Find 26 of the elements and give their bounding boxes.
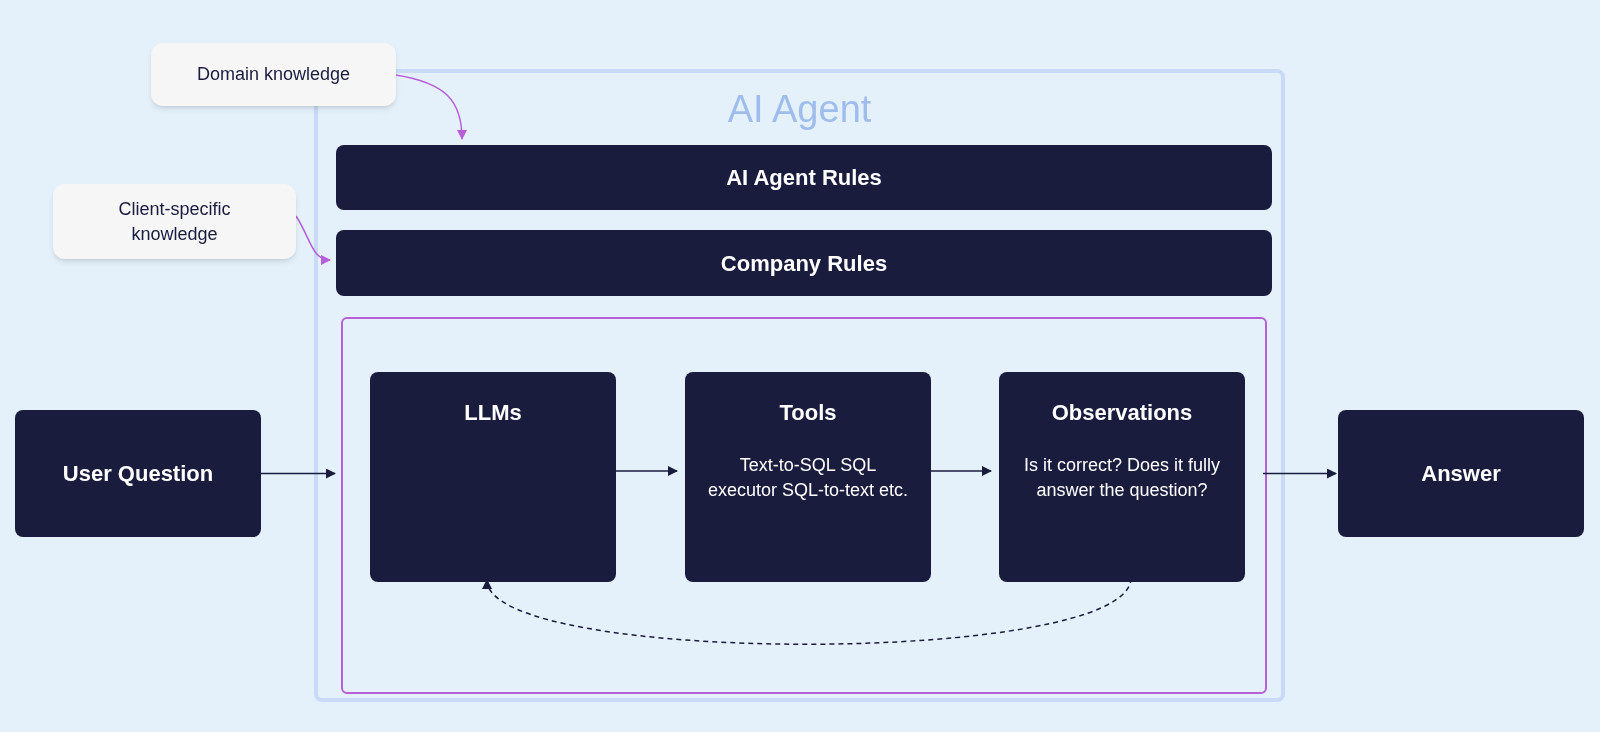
frame-title: AI Agent (727, 87, 872, 132)
box-title: Answer (1421, 460, 1501, 488)
arrow (395, 74, 467, 140)
arrow (260, 468, 336, 479)
process-box (999, 372, 1245, 582)
loop-frame (341, 317, 1267, 694)
box-title: Observations (1051, 399, 1193, 427)
note-card (53, 184, 296, 259)
process-box (15, 410, 261, 537)
note-text: Client-specific knowledge (117, 197, 232, 246)
box-title: AI Agent Rules (726, 164, 882, 192)
process-box (336, 145, 1272, 210)
box-title: LLMs (464, 399, 522, 427)
process-box (336, 230, 1272, 296)
process-box (370, 372, 616, 582)
note-card (151, 43, 396, 106)
process-box (685, 372, 931, 582)
box-title: Tools (779, 399, 837, 427)
note-text: Domain knowledge (195, 63, 352, 87)
arrow (295, 215, 331, 265)
process-box (1338, 410, 1584, 537)
box-text: Text-to-SQL SQL executor SQL-to-text etc. (706, 454, 910, 502)
box-title: User Question (62, 460, 214, 488)
box-text: Is it correct? Does it fully answer the question? (1022, 454, 1222, 502)
arrow (1262, 468, 1337, 479)
box-title: Company Rules (720, 249, 888, 278)
